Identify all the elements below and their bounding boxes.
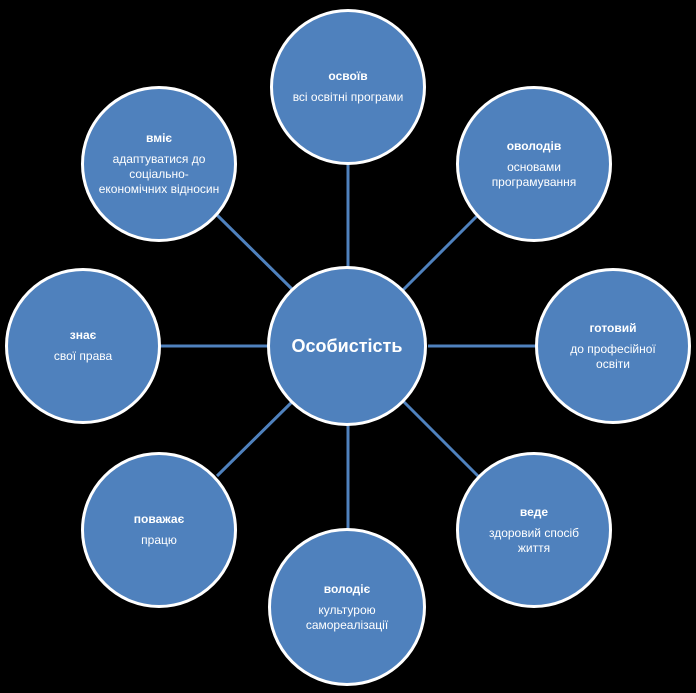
node-bottom-left-body: працю bbox=[141, 533, 177, 547]
connector-bottom-right bbox=[400, 398, 480, 478]
connector-bottom-left bbox=[215, 398, 296, 478]
node-top-body: всі освітні програми bbox=[292, 90, 404, 104]
node-right-head: готовий bbox=[589, 320, 637, 335]
node-bottom-body: культурою самореалізації bbox=[305, 602, 389, 632]
center-label: Особистість bbox=[291, 335, 403, 356]
connector-top-right bbox=[400, 213, 480, 293]
node-top-left: вміє адаптуватися до соціально-економічн… bbox=[81, 86, 237, 242]
node-bottom: володіє культурою самореалізації bbox=[268, 528, 426, 686]
node-bottom-right-head: веде bbox=[519, 504, 549, 519]
node-right: готовий до професійної освіти bbox=[535, 268, 691, 424]
node-top-head: освоїв bbox=[328, 69, 368, 83]
node-bottom-head: володіє bbox=[323, 581, 371, 596]
node-top-right-head: оволодів bbox=[506, 138, 562, 153]
node-top-left-body: адаптуватися до соціально-економічних ві… bbox=[98, 152, 220, 196]
node-left: знає свої права bbox=[5, 268, 161, 424]
node-bottom-left-head: поважає bbox=[133, 512, 185, 526]
node-bottom-left: поважає працю bbox=[81, 452, 237, 608]
node-top-left-head: вміє bbox=[145, 131, 173, 145]
node-left-body: свої права bbox=[53, 349, 113, 363]
node-bottom-right-body: здоровий спосіб життя bbox=[488, 525, 580, 555]
node-top-right: оволодів основами програмування bbox=[456, 86, 612, 242]
connector-top-left bbox=[215, 213, 296, 293]
node-top: освоїв всі освітні програми bbox=[270, 9, 426, 165]
node-bottom-right: веде здоровий спосіб життя bbox=[456, 452, 612, 608]
center-node: Особистість bbox=[267, 266, 427, 426]
node-left-head: знає bbox=[69, 328, 97, 342]
node-right-body: до професійної освіти bbox=[570, 341, 656, 371]
node-top-right-body: основами програмування bbox=[491, 159, 577, 189]
